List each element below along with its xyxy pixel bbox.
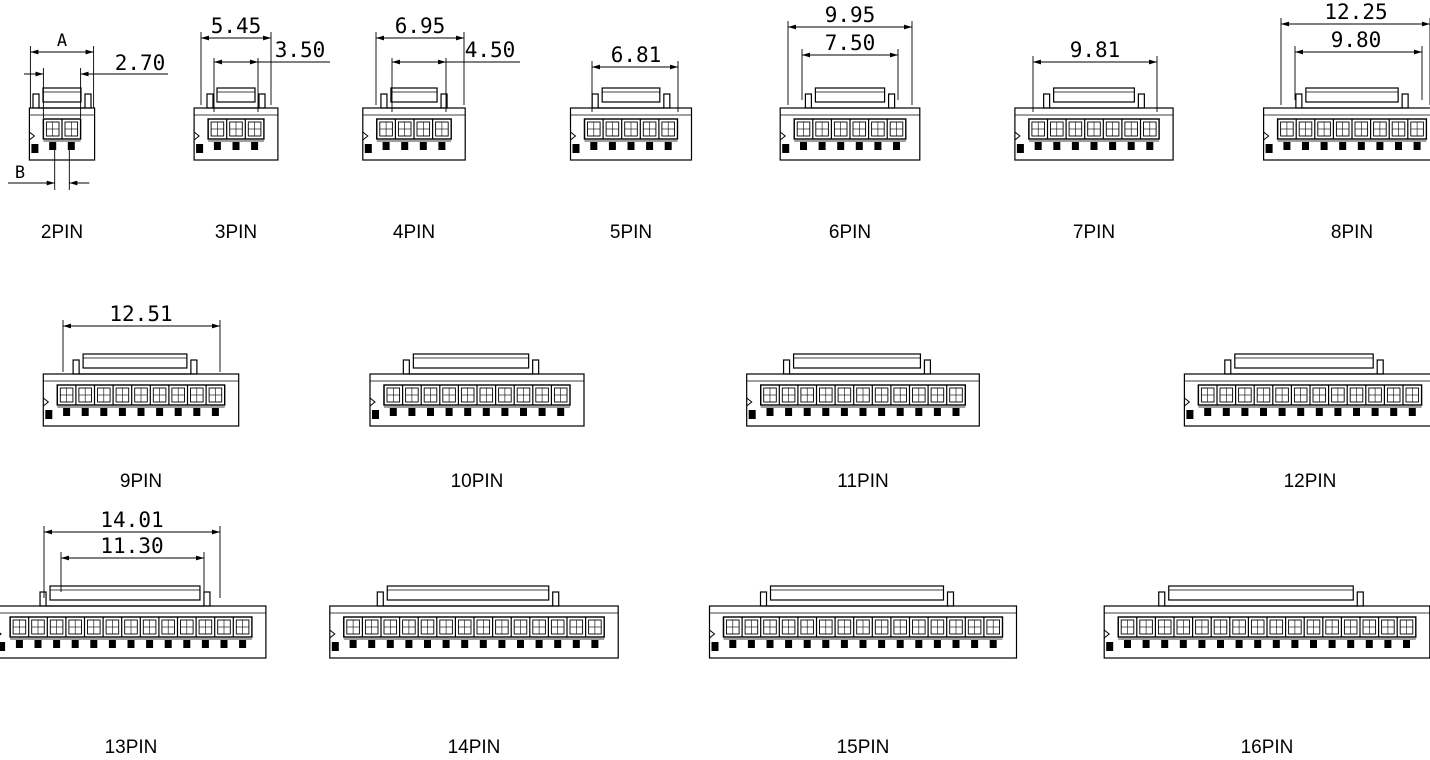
connector-6pin <box>779 87 921 161</box>
connector-label-9pin: 9PIN <box>119 471 163 492</box>
connector-label-11pin: 11PIN <box>837 471 889 492</box>
dim-6pin-outer-value: 9.95 <box>825 3 876 27</box>
dim-2pin-b: B <box>8 150 90 190</box>
dim-4pin-inner-value: 4.50 <box>465 38 516 62</box>
connector-label-3pin: 3PIN <box>214 222 258 243</box>
connector-13pin <box>0 585 267 659</box>
dim-9pin-outer-value: 12.51 <box>109 302 172 326</box>
connector-8pin <box>1262 87 1430 161</box>
connector-9pin <box>42 353 240 427</box>
dim-13pin-outer-value: 14.01 <box>100 508 163 532</box>
dim-3pin-outer: 5.45 <box>200 14 272 105</box>
connector-14pin <box>329 585 619 659</box>
dim-9pin-outer: 12.51 <box>62 302 221 372</box>
connector-2pin <box>28 87 96 161</box>
dim-4pin-outer-value: 6.95 <box>395 14 446 38</box>
dim-2pin-a: A <box>29 31 95 108</box>
dim-7pin-outer: 9.81 <box>1032 38 1158 112</box>
dim-13pin-inner-value: 11.30 <box>100 534 163 558</box>
connector-label-12pin: 12PIN <box>1283 471 1337 492</box>
dim-6pin-outer: 9.95 <box>787 3 913 105</box>
connector-label-2pin: 2PIN <box>40 222 84 243</box>
dim-4pin-outer: 6.95 <box>375 14 465 105</box>
dim-3pin-inner: 3.50 <box>214 38 326 65</box>
dim-13pin-outer: 14.01 <box>43 508 221 598</box>
connector-4pin <box>362 87 466 161</box>
connector-7pin <box>1014 87 1174 161</box>
dim-5pin-outer-value: 6.81 <box>611 43 662 67</box>
connector-label-4pin: 4PIN <box>392 222 436 243</box>
dim-8pin-inner: 9.80 <box>1294 28 1423 100</box>
connector-3pin <box>193 87 279 161</box>
connector-label-13pin: 13PIN <box>104 737 158 758</box>
dim-8pin-outer: 12.25 <box>1280 0 1430 105</box>
dim-8pin-outer-value: 12.25 <box>1324 0 1387 24</box>
dim-4pin-inner: 4.50 <box>392 38 516 65</box>
connector-12pin <box>1183 353 1430 427</box>
connector-label-5pin: 5PIN <box>609 222 653 243</box>
connector-16pin <box>1103 585 1430 659</box>
connector-10pin <box>369 353 585 427</box>
dim-3pin-outer-value: 5.45 <box>211 14 262 38</box>
connector-label-14pin: 14PIN <box>447 737 501 758</box>
dim-6pin-inner-value: 7.50 <box>825 31 876 55</box>
dim-8pin-inner-value: 9.80 <box>1331 28 1382 52</box>
connector-15pin <box>708 585 1018 659</box>
dim-5pin-outer: 6.81 <box>591 43 679 112</box>
dim-2pin-b-value: B <box>15 163 25 183</box>
dim-6pin-inner: 7.50 <box>801 31 899 100</box>
dim-7pin-outer-value: 9.81 <box>1070 38 1121 62</box>
connector-5pin <box>569 87 693 161</box>
connector-label-6pin: 6PIN <box>828 222 872 243</box>
dim-2pin-2.70-value: 2.70 <box>115 51 166 75</box>
connector-11pin <box>746 353 980 427</box>
connector-label-16pin: 16PIN <box>1240 737 1294 758</box>
dim-13pin-inner: 11.30 <box>60 534 205 592</box>
dim-3pin-inner-value: 3.50 <box>275 38 326 62</box>
connector-label-7pin: 7PIN <box>1072 222 1116 243</box>
dim-2pin-2.70: 2.70 <box>24 51 168 118</box>
connector-label-8pin: 8PIN <box>1330 222 1374 243</box>
connector-label-10pin: 10PIN <box>450 471 504 492</box>
connector-label-15pin: 15PIN <box>836 737 890 758</box>
dim-2pin-a-value: A <box>57 31 67 51</box>
